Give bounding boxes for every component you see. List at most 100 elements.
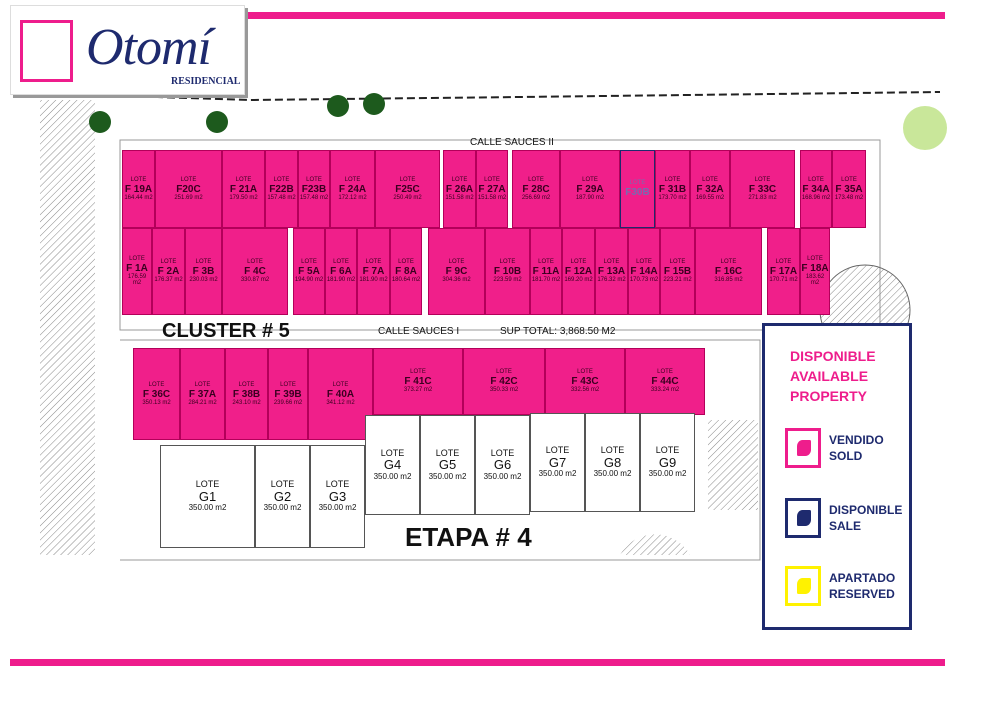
lot-g6[interactable]: LOTE G6 350.00 m2	[475, 415, 530, 515]
tree	[327, 95, 349, 117]
lot-area: 350.00 m2	[188, 503, 227, 513]
lot-name: F 27A	[478, 183, 506, 195]
lot-f25c[interactable]: LOTE F25C 250.49 m2	[375, 150, 440, 228]
lot-f11a[interactable]: LOTE F 11A 181.70 m2	[530, 228, 562, 315]
lot-prefix: LOTE	[807, 256, 823, 263]
lot-area: 332.56 m2	[570, 387, 600, 393]
lot-name: G3	[328, 488, 347, 504]
lot-area: 176.32 m2	[597, 277, 626, 283]
lot-f27a[interactable]: LOTE F 27A 151.58 m2	[476, 150, 508, 228]
lot-f10b[interactable]: LOTE F 10B 223.59 m2	[485, 228, 530, 315]
lot-f41c[interactable]: LOTE F 41C 373.27 m2	[373, 348, 463, 415]
lot-f38b[interactable]: LOTE F 38B 243.10 m2	[225, 348, 268, 440]
lot-prefix: LOTE	[332, 381, 349, 388]
lot-area: 151.58 m2	[477, 194, 507, 201]
legend-heading-line: AVAILABLE	[790, 368, 869, 384]
lot-f35a[interactable]: LOTE F 35A 173.48 m2	[832, 150, 866, 228]
brand-subtitle: RESIDENCIAL	[171, 76, 241, 87]
lot-f16c[interactable]: LOTE F 16C 316.85 m2	[695, 228, 762, 315]
lot-f42c[interactable]: LOTE F 42C 350.33 m2	[463, 348, 545, 415]
lot-area: 157.48 m2	[299, 194, 329, 201]
lot-name: F 34A	[802, 183, 830, 195]
lot-f1a[interactable]: LOTE F 1A 176.59 m2	[122, 228, 152, 315]
lot-f33c[interactable]: LOTE F 33C 271.83 m2	[730, 150, 795, 228]
lot-prefix: LOTE	[410, 369, 426, 376]
lot-f9c[interactable]: LOTE F 9C 304.36 m2	[428, 228, 485, 315]
lot-area: 350.00 m2	[318, 503, 357, 513]
tree	[903, 106, 947, 150]
lot-f40a[interactable]: LOTE F 40A 341.12 m2	[308, 348, 373, 440]
lot-area: 250.49 m2	[393, 194, 422, 201]
lot-area: 316.85 m2	[714, 277, 743, 283]
lot-f31b[interactable]: LOTE F 31B 173.70 m2	[655, 150, 690, 228]
lot-f4c[interactable]: LOTE F 4C 330.87 m2	[222, 228, 288, 315]
lot-name: F 43C	[571, 376, 599, 387]
lot-name: G8	[603, 454, 622, 470]
lot-f6a[interactable]: LOTE F 6A 181.90 m2	[325, 228, 357, 315]
lot-prefix: LOTE	[344, 176, 361, 183]
lot-area: 341.12 m2	[326, 399, 355, 406]
lot-prefix: LOTE	[570, 259, 587, 266]
lot-f29a[interactable]: LOTE F 29A 187.90 m2	[560, 150, 620, 228]
lot-f7a[interactable]: LOTE F 7A 181.90 m2	[357, 228, 390, 315]
lot-area: 373.27 m2	[403, 387, 433, 393]
lot-f22b[interactable]: LOTE F22B 157.48 m2	[265, 150, 298, 228]
lot-f34a[interactable]: LOTE F 34A 168.96 m2	[800, 150, 832, 228]
lot-f14a[interactable]: LOTE F 14A 170.73 m2	[628, 228, 660, 315]
lot-prefix: LOTE	[398, 259, 414, 266]
lot-f36c[interactable]: LOTE F 36C 350.13 m2	[133, 348, 180, 440]
lot-area: 181.90 m2	[326, 277, 356, 283]
lot-f43c[interactable]: LOTE F 43C 332.56 m2	[545, 348, 625, 415]
lot-f28c[interactable]: LOTE F 28C 256.69 m2	[512, 150, 560, 228]
lot-area: 350.00 m2	[373, 471, 412, 481]
lot-g7[interactable]: LOTE G7 350.00 m2	[530, 413, 585, 512]
lot-prefix: LOTE	[399, 176, 416, 183]
lot-g9[interactable]: LOTE G9 350.00 m2	[640, 413, 695, 512]
hatched-area-left	[40, 100, 95, 555]
lot-f37a[interactable]: LOTE F 37A 284.21 m2	[180, 348, 225, 440]
lot-g8[interactable]: LOTE G8 350.00 m2	[585, 413, 640, 512]
lot-f3b[interactable]: LOTE F 3B 230.03 m2	[185, 228, 222, 315]
lot-f21a[interactable]: LOTE F 21A 179.50 m2	[222, 150, 265, 228]
lot-f20c[interactable]: LOTE F20C 251.69 m2	[155, 150, 222, 228]
lot-prefix: LOTE	[538, 259, 554, 266]
lot-prefix: LOTE	[629, 180, 646, 187]
lot-f19a[interactable]: LOTE F 19A 164.44 m2	[122, 150, 155, 228]
lot-f5a[interactable]: LOTE F 5A 194.90 m2	[293, 228, 325, 315]
lot-f17a[interactable]: LOTE F 17A 170.71 m2	[767, 228, 800, 315]
lot-f30b[interactable]: LOTE F30B	[620, 150, 655, 228]
hatched-area-right	[708, 420, 758, 510]
lot-g1[interactable]: LOTE G1 350.00 m2	[160, 445, 255, 548]
lot-prefix: LOTE	[306, 176, 322, 183]
lot-area: 187.90 m2	[575, 194, 605, 201]
lot-name: F 6A	[330, 266, 352, 277]
lot-g3[interactable]: LOTE G3 350.00 m2	[310, 445, 365, 548]
lot-g5[interactable]: LOTE G5 350.00 m2	[420, 415, 475, 515]
lot-name: F 32A	[696, 183, 724, 195]
lot-f12a[interactable]: LOTE F 12A 169.20 m2	[562, 228, 595, 315]
available-swatch-icon	[785, 498, 821, 538]
lot-g4[interactable]: LOTE G4 350.00 m2	[365, 415, 420, 515]
lot-f32a[interactable]: LOTE F 32A 169.55 m2	[690, 150, 730, 228]
lot-name: F 36C	[142, 388, 171, 400]
lot-g2[interactable]: LOTE G2 350.00 m2	[255, 445, 310, 548]
lot-area: 350.00 m2	[263, 503, 302, 513]
lot-prefix: LOTE	[270, 479, 295, 489]
lot-f26a[interactable]: LOTE F 26A 151.58 m2	[443, 150, 476, 228]
lot-f15b[interactable]: LOTE F 15B 223.21 m2	[660, 228, 695, 315]
lot-f8a[interactable]: LOTE F 8A 180.64 m2	[390, 228, 422, 315]
lot-area: 333.24 m2	[650, 387, 680, 393]
lot-prefix: LOTE	[301, 259, 317, 266]
lot-prefix: LOTE	[247, 259, 263, 266]
lot-prefix: LOTE	[669, 259, 686, 266]
lot-f2a[interactable]: LOTE F 2A 176.37 m2	[152, 228, 185, 315]
lot-f44c[interactable]: LOTE F 44C 333.24 m2	[625, 348, 705, 415]
lot-f24a[interactable]: LOTE F 24A 172.12 m2	[330, 150, 375, 228]
lot-name: F 12A	[564, 266, 593, 277]
lot-f39b[interactable]: LOTE F 39B 239.66 m2	[268, 348, 308, 440]
lot-f13a[interactable]: LOTE F 13A 176.32 m2	[595, 228, 628, 315]
lot-f23b[interactable]: LOTE F23B 157.48 m2	[298, 150, 330, 228]
lot-prefix: LOTE	[841, 176, 857, 183]
lot-f18a[interactable]: LOTE F 18A 183.62 m2	[800, 228, 830, 315]
